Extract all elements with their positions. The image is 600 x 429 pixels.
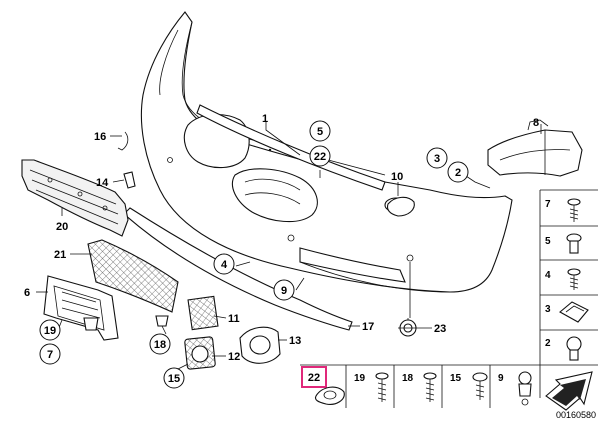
label-18-text: 18 — [154, 339, 166, 351]
label-9-text: 9 — [281, 285, 287, 297]
label-20-text: 20 — [56, 221, 68, 233]
clip-18 — [155, 315, 169, 327]
label-12: 12 — [228, 351, 240, 363]
fog-lamp-cover — [184, 336, 216, 370]
label-6-text: 6 — [24, 287, 30, 299]
label-15-text: 15 — [168, 373, 180, 385]
fastener-4-label: 4 — [545, 270, 551, 281]
label-8: 8 — [533, 117, 539, 129]
label-23-text: 23 — [434, 323, 446, 335]
park-sensor — [399, 318, 417, 337]
left-bracket — [21, 159, 129, 237]
label-16: 16 — [94, 131, 106, 143]
clip-19 — [83, 317, 99, 331]
label-5: 5 — [309, 120, 331, 142]
label-1-text: 1 — [262, 113, 268, 125]
label-17: 17 — [362, 321, 374, 333]
label-16-text: 16 — [94, 131, 106, 143]
arrow-icon — [545, 371, 593, 411]
fastener-15-label: 15 — [450, 373, 462, 384]
label-9: 9 — [273, 279, 295, 301]
reference-number: 00160580 — [556, 410, 596, 420]
label-19: 19 — [39, 319, 61, 341]
bracket-14 — [123, 171, 136, 189]
lower-grille — [87, 239, 179, 313]
label-12-text: 12 — [228, 351, 240, 363]
label-22-top-text: 22 — [314, 151, 326, 163]
label-18: 18 — [149, 333, 171, 355]
label-6: 6 — [24, 287, 30, 299]
label-7-text: 7 — [47, 349, 53, 361]
clip-16 — [117, 131, 129, 151]
fastener-15: 15 — [450, 372, 488, 400]
label-23: 23 — [434, 323, 446, 335]
label-14-text: 14 — [96, 177, 109, 189]
fastener-3: 3 — [545, 301, 589, 323]
fastener-9: 9 — [498, 371, 532, 406]
fastener-19: 19 — [354, 372, 389, 402]
label-19-text: 19 — [44, 325, 56, 337]
air-duct — [487, 119, 583, 177]
label-11-text: 11 — [228, 313, 240, 325]
label-10: 10 — [391, 171, 403, 183]
label-13: 13 — [289, 335, 301, 347]
label-7: 7 — [39, 343, 61, 365]
label-5-text: 5 — [317, 126, 323, 138]
label-2-text: 2 — [455, 167, 461, 179]
license-plate-base — [43, 275, 119, 341]
fastener-2-label: 2 — [545, 338, 551, 349]
label-13-text: 13 — [289, 335, 301, 347]
fastener-5: 5 — [545, 233, 582, 254]
highlight-box — [301, 366, 327, 388]
label-21-text: 21 — [54, 249, 66, 261]
fastener-18: 18 — [402, 372, 437, 402]
label-4-text: 4 — [221, 259, 228, 271]
fastener-row: 22 19 18 15 9 — [300, 364, 540, 408]
fog-bezel — [239, 326, 281, 364]
fastener-4: 4 — [545, 268, 581, 290]
label-14: 14 — [96, 177, 109, 189]
label-3: 3 — [426, 147, 448, 169]
label-15: 15 — [163, 367, 185, 389]
label-8-text: 8 — [533, 117, 539, 129]
grille-insert — [187, 295, 219, 331]
highlighted-label-text: 22 — [308, 372, 320, 384]
label-11: 11 — [228, 313, 240, 325]
fastener-9-label: 9 — [498, 373, 504, 384]
fastener-3-label: 3 — [545, 304, 551, 315]
tow-hook-cover — [386, 196, 415, 217]
fastener-19-label: 19 — [354, 373, 366, 384]
fastener-7-label: 7 — [545, 199, 551, 210]
label-10-text: 10 — [391, 171, 403, 183]
label-20: 20 — [56, 221, 68, 233]
fastener-column: 7 5 4 3 2 — [539, 189, 598, 411]
label-22-top: 22 — [309, 145, 331, 167]
label-21: 21 — [54, 249, 66, 261]
label-17-text: 17 — [362, 321, 374, 333]
fastener-7: 7 — [545, 198, 581, 222]
highlighted-part-22: 22 — [301, 366, 345, 405]
fastener-5-label: 5 — [545, 236, 551, 247]
fastener-2: 2 — [545, 336, 582, 361]
label-4: 4 — [213, 253, 235, 275]
upper-trim — [196, 104, 386, 191]
fastener-18-label: 18 — [402, 373, 414, 384]
label-3-text: 3 — [434, 153, 440, 165]
label-2: 2 — [447, 161, 469, 183]
label-1: 1 — [262, 113, 268, 125]
